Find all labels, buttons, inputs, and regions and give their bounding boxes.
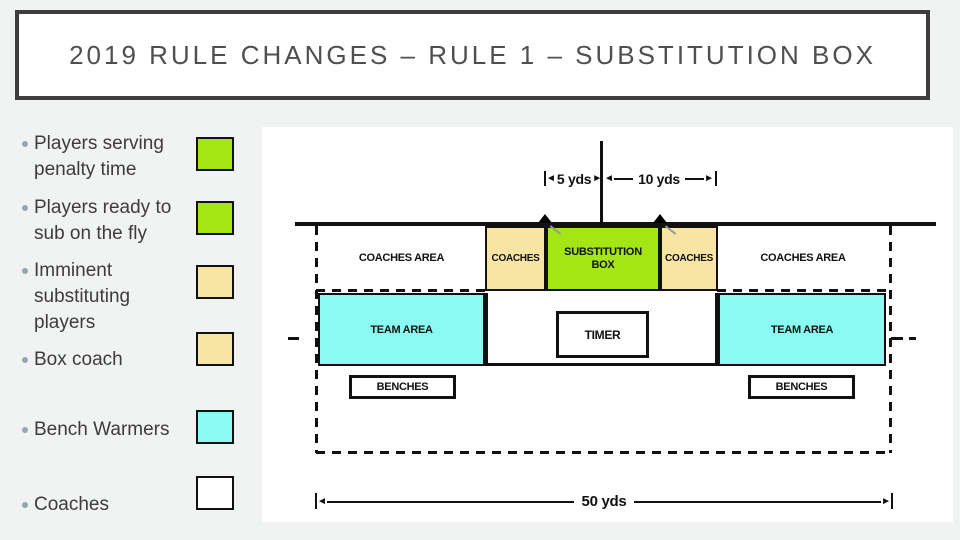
timer-label: TIMER (584, 327, 621, 342)
slide-title: 2019 RULE CHANGES – RULE 1 – SUBSTITUTIO… (69, 39, 876, 70)
coaches-box-right: COACHES (660, 226, 718, 291)
team-area-left: TEAM AREA (318, 293, 485, 366)
legend-label: Coaches (34, 494, 109, 515)
title-box: 2019 RULE CHANGES – RULE 1 – SUBSTITUTIO… (15, 10, 930, 100)
team-area-label: TEAM AREA (370, 323, 433, 336)
dimension-5yds: ◄ 5 yds ► (546, 171, 603, 187)
reference-dash-left (288, 337, 299, 340)
dimension-line (634, 500, 882, 503)
substitution-box: SUBSTITUTION BOX (546, 226, 660, 291)
team-area-right: TEAM AREA (718, 293, 886, 366)
benches-box-right: BENCHES (748, 375, 855, 399)
dimension-10yds: ◄ 10 yds ► (604, 171, 714, 187)
coaches-label: COACHES (491, 253, 540, 264)
coaches-area-dashed-line-right (717, 289, 890, 292)
dimension-label-5yds: 5 yds (555, 171, 593, 187)
dimension-50yds: ◄ 50 yds ► (317, 493, 891, 510)
dimension-line (684, 178, 705, 180)
dimension-tick (544, 171, 546, 186)
coaches-label: COACHES (665, 253, 713, 264)
dimension-label-50yds: 50 yds (573, 493, 635, 510)
legend-item-imminent: Imminent substituting players (18, 258, 250, 336)
left-arrow-icon: ◄ (604, 173, 614, 184)
timer-box: TIMER (556, 311, 649, 358)
right-arrow-icon: ► (592, 173, 603, 184)
dimension-tick (891, 493, 893, 509)
left-arrow-icon: ◄ (546, 173, 556, 184)
benches-label: BENCHES (775, 381, 828, 393)
gate-arrow-icon-left (538, 214, 552, 223)
dimension-tick (315, 493, 317, 509)
reference-dash-right (891, 337, 903, 340)
color-swatch-cyan (196, 410, 234, 444)
color-swatch-tan (196, 332, 234, 366)
dimension-label-10yds: 10 yds (633, 171, 685, 187)
bullet-icon (22, 268, 28, 274)
legend-item-sub-on-fly: Players ready to sub on the fly (18, 195, 250, 247)
bullet-icon (22, 357, 28, 363)
legend-item-bench-warmers: Bench Warmers (18, 410, 250, 444)
bullet-icon (22, 205, 28, 211)
boundary-dashed-bottom (316, 451, 892, 454)
bullet-icon (22, 141, 28, 147)
dimension-line (613, 178, 634, 180)
coaches-box-left: COACHES (485, 226, 546, 291)
team-area-label: TEAM AREA (770, 323, 834, 336)
right-arrow-icon: ► (881, 495, 891, 507)
gate-arrow-icon-right (653, 214, 667, 223)
coaches-area-left: COACHES AREA (318, 226, 485, 289)
color-swatch-white (196, 476, 234, 510)
dimension-tick (715, 171, 717, 186)
legend-label: Players ready to sub on the fly (34, 197, 172, 244)
legend-item-coaches: Coaches (18, 476, 250, 518)
benches-label: BENCHES (376, 381, 429, 393)
legend-label: Box coach (34, 349, 123, 370)
legend-item-box-coach: Box coach (18, 332, 250, 373)
benches-box-left: BENCHES (349, 375, 456, 399)
color-swatch-green (196, 201, 234, 235)
right-arrow-icon: ► (704, 173, 715, 184)
midfield-line (600, 141, 603, 223)
sideline (295, 222, 936, 226)
color-swatch-tan (196, 265, 234, 299)
coaches-area-label: COACHES AREA (358, 251, 445, 264)
coaches-area-label: COACHES AREA (760, 251, 846, 264)
color-swatch-green (196, 137, 234, 171)
legend-label: Bench Warmers (34, 419, 170, 440)
bullet-icon (22, 427, 28, 433)
field-diagram: ◄ 5 yds ► ◄ 10 yds ► COACHES AREA COACHE… (262, 127, 953, 522)
boundary-dashed-right (889, 226, 892, 453)
coaches-area-right: COACHES AREA (717, 226, 889, 289)
legend-label: Imminent substituting players (34, 260, 131, 333)
substitution-box-label-line1: SUBSTITUTION (564, 245, 642, 258)
legend-label: Players serving penalty time (34, 133, 164, 180)
left-arrow-icon: ◄ (317, 495, 327, 507)
legend-item-penalty: Players serving penalty time (18, 131, 250, 183)
coaches-area-dashed-line-left (316, 289, 486, 292)
bullet-icon (22, 502, 28, 508)
reference-dash-right (909, 337, 916, 340)
substitution-box-label-line2: BOX (591, 258, 615, 271)
dimension-line (326, 500, 574, 503)
boundary-dashed-left (315, 226, 318, 453)
